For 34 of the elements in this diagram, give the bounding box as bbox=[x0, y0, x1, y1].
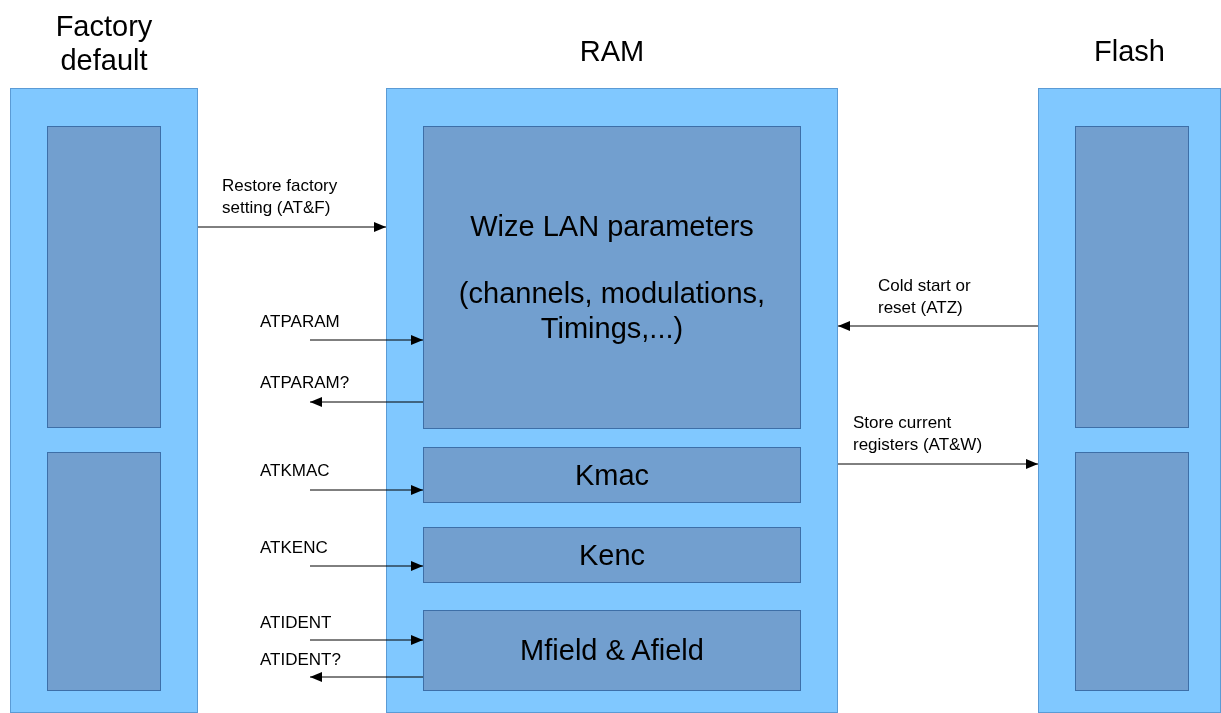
arrow bbox=[309, 397, 424, 407]
edge-label: Store current registers (AT&W) bbox=[853, 412, 984, 456]
parameter-box bbox=[423, 527, 801, 583]
arrow bbox=[309, 672, 424, 682]
edge-label: ATPARAM bbox=[260, 311, 341, 333]
arrow bbox=[197, 222, 387, 232]
edge-label: Restore factory setting (AT&F) bbox=[222, 175, 339, 219]
memory-block bbox=[1075, 452, 1189, 691]
edge-label: ATIDENT bbox=[260, 612, 333, 634]
box-text: (channels, modulations, Timings,...) bbox=[457, 276, 767, 346]
arrow bbox=[309, 561, 424, 571]
box-text: Kenc bbox=[578, 537, 646, 573]
arrow bbox=[309, 485, 424, 495]
arrow bbox=[837, 321, 1039, 331]
memory-block bbox=[1075, 126, 1189, 428]
edge-label: ATIDENT? bbox=[260, 649, 342, 671]
arrow bbox=[837, 459, 1039, 469]
parameter-box bbox=[423, 126, 801, 429]
arrow bbox=[309, 635, 424, 645]
box-text: Wize LAN parameters bbox=[470, 209, 754, 244]
parameter-box bbox=[423, 610, 801, 691]
edge-label: ATKENC bbox=[260, 537, 329, 559]
box-text: Mfield & Afield bbox=[520, 633, 704, 668]
column-heading: Flash bbox=[1093, 34, 1166, 68]
parameter-box bbox=[423, 447, 801, 503]
arrow bbox=[309, 335, 424, 345]
memory-block bbox=[47, 126, 161, 428]
box-text: Kmac bbox=[574, 457, 650, 493]
edge-label: Cold start or reset (ATZ) bbox=[878, 275, 972, 319]
memory-block bbox=[47, 452, 161, 691]
column-heading: RAM bbox=[578, 34, 646, 68]
edge-label: ATPARAM? bbox=[260, 372, 351, 394]
column-heading: Factory default bbox=[54, 9, 154, 77]
edge-label: ATKMAC bbox=[260, 460, 331, 482]
